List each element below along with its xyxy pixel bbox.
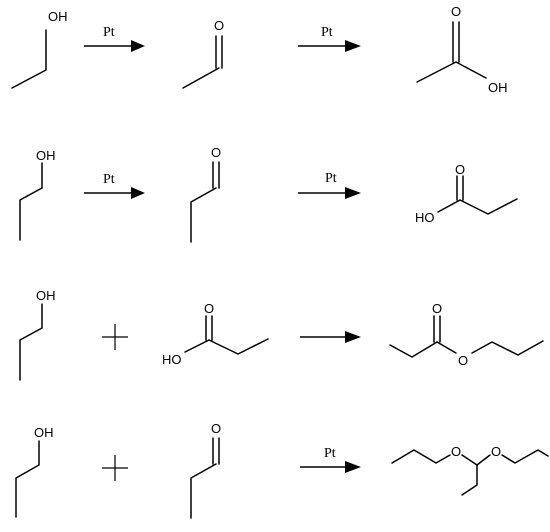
propanol: OH: [19, 288, 56, 381]
reaction-arrow-2-2: Pt: [298, 171, 361, 199]
acetal-ethyl-branch: [461, 464, 478, 496]
propanal: O: [190, 145, 221, 243]
arrow-head: [131, 40, 145, 52]
reaction-arrow-3-1: [300, 331, 361, 343]
propanol-oh-label: OH: [36, 288, 56, 303]
ethanol-oh-label: OH: [48, 9, 68, 24]
acetal-o2-label: O: [491, 444, 501, 459]
propanol-oh-label: OH: [34, 425, 54, 440]
propanal-dipropyl-acetal: O O: [391, 444, 549, 496]
acetaldehyde: O: [182, 18, 224, 89]
propanal: O: [190, 421, 221, 519]
arrow-head: [131, 187, 145, 199]
acetic-acid-o-label: O: [451, 4, 461, 19]
catalyst-label: Pt: [321, 25, 333, 40]
reaction-row-1: OH Pt O Pt O OH: [11, 4, 508, 95]
propyl-propanoate: O O: [389, 301, 544, 368]
propanoic-acid-chain: [208, 338, 269, 355]
propanoic-acid-chain: [459, 198, 518, 215]
bond-ch-o2: [476, 454, 491, 466]
propanol: OH: [15, 425, 54, 518]
propanoic-acid: O HO: [415, 162, 518, 225]
bond-c-oh: [455, 61, 487, 79]
catalyst-label: Pt: [103, 25, 115, 40]
acetaldehyde-o-label: O: [214, 18, 224, 33]
catalyst-label: Pt: [324, 446, 336, 461]
plus-sign: [102, 324, 128, 350]
propanol-oh-label: OH: [36, 148, 56, 163]
bond-o1-ch: [461, 454, 478, 466]
ester-alkyl-chain: [471, 340, 544, 356]
propanoic-acid-ho-label: HO: [162, 352, 182, 367]
reaction-row-3: OH O HO O O: [19, 288, 544, 381]
catalyst-label: Pt: [325, 171, 337, 186]
propanal-chain: [190, 187, 217, 243]
catalyst-label: Pt: [103, 172, 115, 187]
ethanol-skeleton: [11, 29, 47, 89]
acetic-acid: O OH: [416, 4, 508, 95]
propanol-skeleton: [15, 440, 40, 518]
arrow-head: [345, 461, 361, 473]
bond-ch3-c: [182, 67, 220, 89]
propanal-chain: [190, 463, 217, 519]
bond-oh-c: [184, 339, 210, 353]
bond-ch3-c: [416, 61, 457, 83]
arrow-head: [345, 187, 361, 199]
propanoic-acid-ho-label: HO: [415, 210, 435, 225]
acetal-o1-label: O: [451, 444, 461, 459]
propanoic-acid: O HO: [162, 301, 269, 367]
arrow-head: [345, 40, 361, 52]
ester-carbonyl-o-label: O: [432, 301, 442, 316]
propanoic-acid-o-label: O: [204, 301, 214, 316]
bond-oh-c: [437, 199, 461, 213]
propanal-o-label: O: [211, 145, 221, 160]
ester-link-o-label: O: [458, 353, 468, 368]
acetal-left-chain: [391, 449, 451, 464]
arrow-head: [345, 331, 361, 343]
acetic-acid-oh-label: OH: [488, 80, 508, 95]
ethanol: OH: [11, 9, 68, 89]
reaction-arrow-2-1: Pt: [84, 172, 145, 199]
reaction-row-2: OH Pt O Pt O HO: [19, 145, 518, 243]
propanoic-acid-o-label: O: [455, 162, 465, 177]
reaction-arrow-1-2: Pt: [298, 25, 361, 52]
propanol-skeleton: [19, 303, 43, 381]
propanol: OH: [19, 148, 56, 241]
reaction-arrow-1-1: Pt: [84, 25, 145, 52]
bond-c-o-link: [436, 341, 457, 354]
acetal-right-chain: [501, 449, 549, 464]
plus-sign: [102, 455, 128, 481]
propanol-skeleton: [19, 162, 43, 241]
propanal-o-label: O: [211, 421, 221, 436]
reaction-arrow-4-1: Pt: [300, 446, 361, 473]
reaction-row-4: OH O Pt O O: [15, 421, 549, 519]
ester-acyl-chain: [389, 341, 438, 358]
